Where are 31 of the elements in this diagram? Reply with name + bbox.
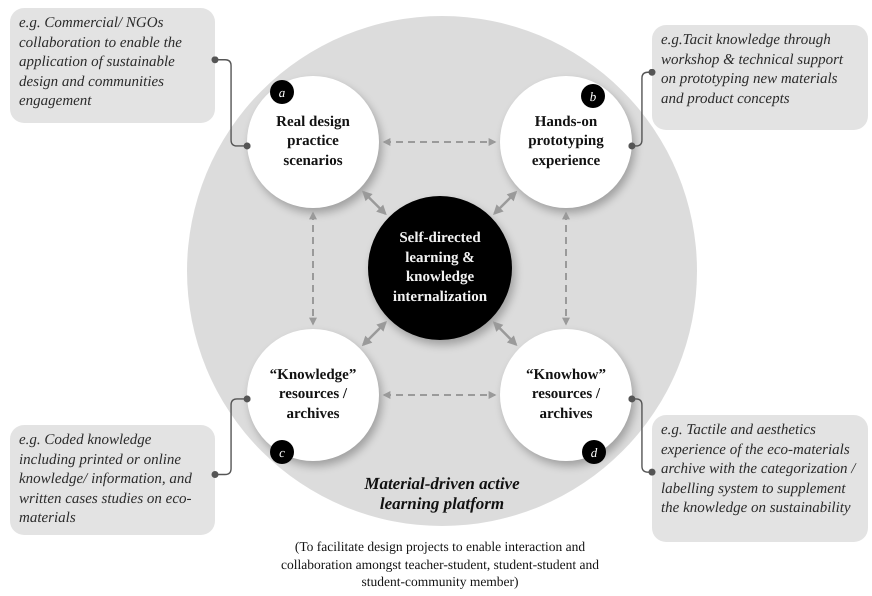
letter-badge: a (270, 80, 294, 104)
example-text: e.g. Coded knowledge including printed or online knowledge/ information, and written cases studies on eco-materials (19, 431, 193, 528)
example-callout (652, 25, 868, 130)
leader-line (628, 68, 656, 150)
leader-line (212, 395, 251, 478)
double-arrow (362, 321, 387, 346)
stage-label: Real design practice scenarios (275, 112, 351, 171)
stage-label: “Knowledge” resources / archives (268, 366, 358, 424)
leader-line (628, 395, 656, 476)
example-text: e.g. Tactile and aesthetics experience of the eco-materials archive with the categorization / labelling system to supplement the knowledge on sustainability (661, 421, 858, 518)
example-text: e.g. Commercial/ NGOs collaboration to enable the application of sustainable design and communities engagement (19, 14, 183, 111)
leader-line (212, 56, 251, 150)
core-label: Self-directed learning & knowledge internalization (392, 229, 488, 306)
dashed-double-arrow (382, 391, 497, 399)
example-callout (652, 415, 868, 542)
double-arrow (493, 190, 518, 215)
letter-badge: d (582, 440, 606, 464)
double-arrow (362, 190, 387, 216)
dashed-double-arrow (562, 211, 570, 326)
letter-badge: b (581, 84, 605, 108)
example-text: e.g.Tacit knowledge through workshop & technical support on prototyping new materials and product concepts (661, 31, 844, 108)
dashed-double-arrow (382, 138, 497, 146)
double-arrow (492, 321, 518, 346)
dashed-double-arrow (309, 211, 317, 326)
stage-label: Hands-on prototyping experience (527, 112, 605, 171)
caption: (To facilitate design projects to enable interaction and collaboration amongst teacher-student, student-student and student-community member) (280, 538, 600, 591)
platform-title: Material-driven active learning platform (363, 474, 521, 515)
letter-badge: c (270, 440, 294, 464)
example-callout (10, 425, 215, 535)
example-callout (10, 8, 215, 123)
stage-label: “Knowhow” resources / archives (524, 366, 608, 424)
